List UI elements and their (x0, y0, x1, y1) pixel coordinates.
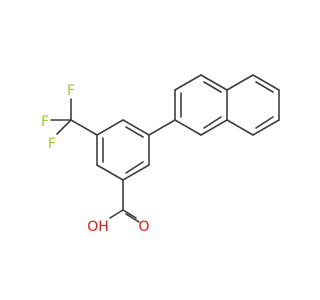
bond (125, 213, 140, 223)
bond (174, 119, 202, 136)
bond (70, 119, 98, 136)
fluorine-label-top: F (67, 83, 75, 99)
bond (96, 119, 124, 136)
bond (226, 74, 254, 91)
bond (255, 116, 274, 129)
bond (125, 126, 144, 138)
hydroxyl-label: OH (87, 219, 109, 235)
bond (252, 119, 280, 136)
fluorine-label-left: F (41, 114, 49, 130)
bond (148, 119, 176, 136)
bond (125, 161, 144, 174)
bond (174, 74, 202, 91)
bond (200, 74, 228, 91)
carbonyl-oxygen-label: O (138, 219, 149, 235)
atom-labels: F F F O OH (41, 83, 150, 235)
bond (122, 209, 137, 219)
bond (203, 81, 222, 93)
bond-network (50, 74, 280, 223)
structure-diagram: F F F O OH (0, 0, 300, 300)
bond (200, 119, 228, 136)
bond (122, 119, 150, 136)
bond (252, 74, 280, 91)
bond (109, 209, 124, 219)
bond (226, 119, 254, 136)
bond (255, 81, 274, 93)
background (0, 0, 300, 300)
bond (56, 119, 72, 135)
bond (122, 164, 150, 181)
bond (203, 116, 222, 129)
fluorine-label-bottom: F (48, 136, 56, 152)
bond (96, 164, 124, 181)
